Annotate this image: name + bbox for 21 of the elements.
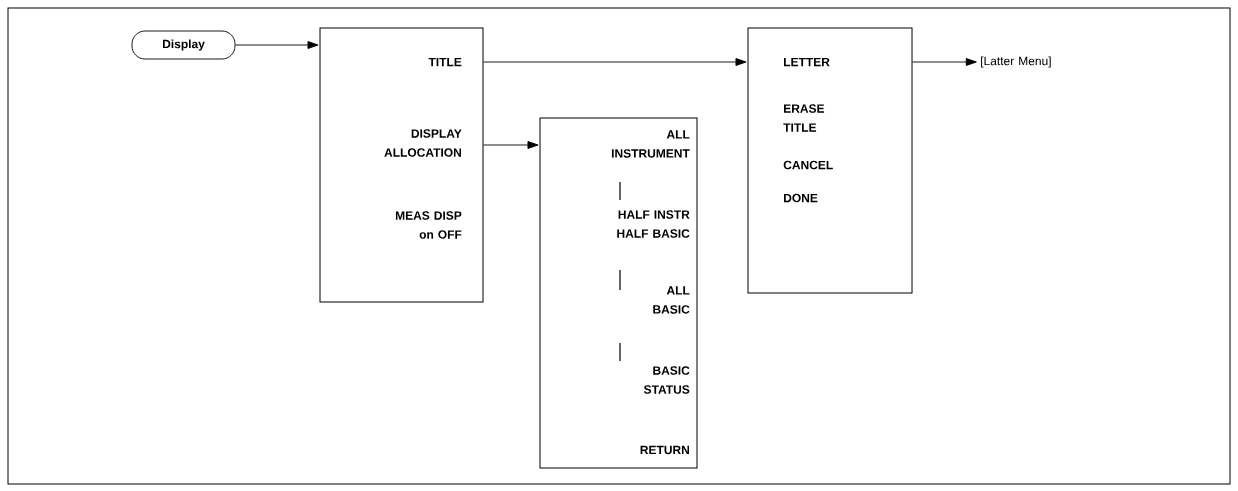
softkey-label: DONE bbox=[784, 193, 818, 203]
softkey-label: ALL BASIC bbox=[653, 286, 690, 314]
arrow bbox=[483, 58, 747, 66]
softkey-label: BASIC STATUS bbox=[643, 366, 690, 394]
key-button: Display bbox=[131, 30, 236, 60]
softkey-label: DISPLAY ALLOCATION bbox=[384, 129, 462, 157]
softkey-label: ALL INSTRUMENT bbox=[611, 130, 690, 158]
arrow bbox=[483, 141, 539, 149]
menu-box bbox=[319, 27, 484, 303]
menu-box bbox=[747, 27, 913, 294]
softkey-label: ERASE TITLE bbox=[783, 104, 825, 132]
softkey-label: HALF INSTR HALF BASIC bbox=[617, 210, 690, 238]
menu-reference-text: [Latter Menu] bbox=[981, 56, 1051, 68]
softkey-label: MEAS DISP on OFF bbox=[395, 211, 462, 239]
arrow bbox=[912, 58, 977, 66]
menu-box bbox=[539, 117, 698, 469]
softkey-label: CANCEL bbox=[783, 160, 833, 170]
arrow bbox=[235, 41, 319, 49]
softkey-label: RETURN bbox=[640, 445, 689, 455]
softkey-label: TITLE bbox=[428, 57, 462, 67]
softkey-label: LETTER bbox=[784, 57, 830, 67]
